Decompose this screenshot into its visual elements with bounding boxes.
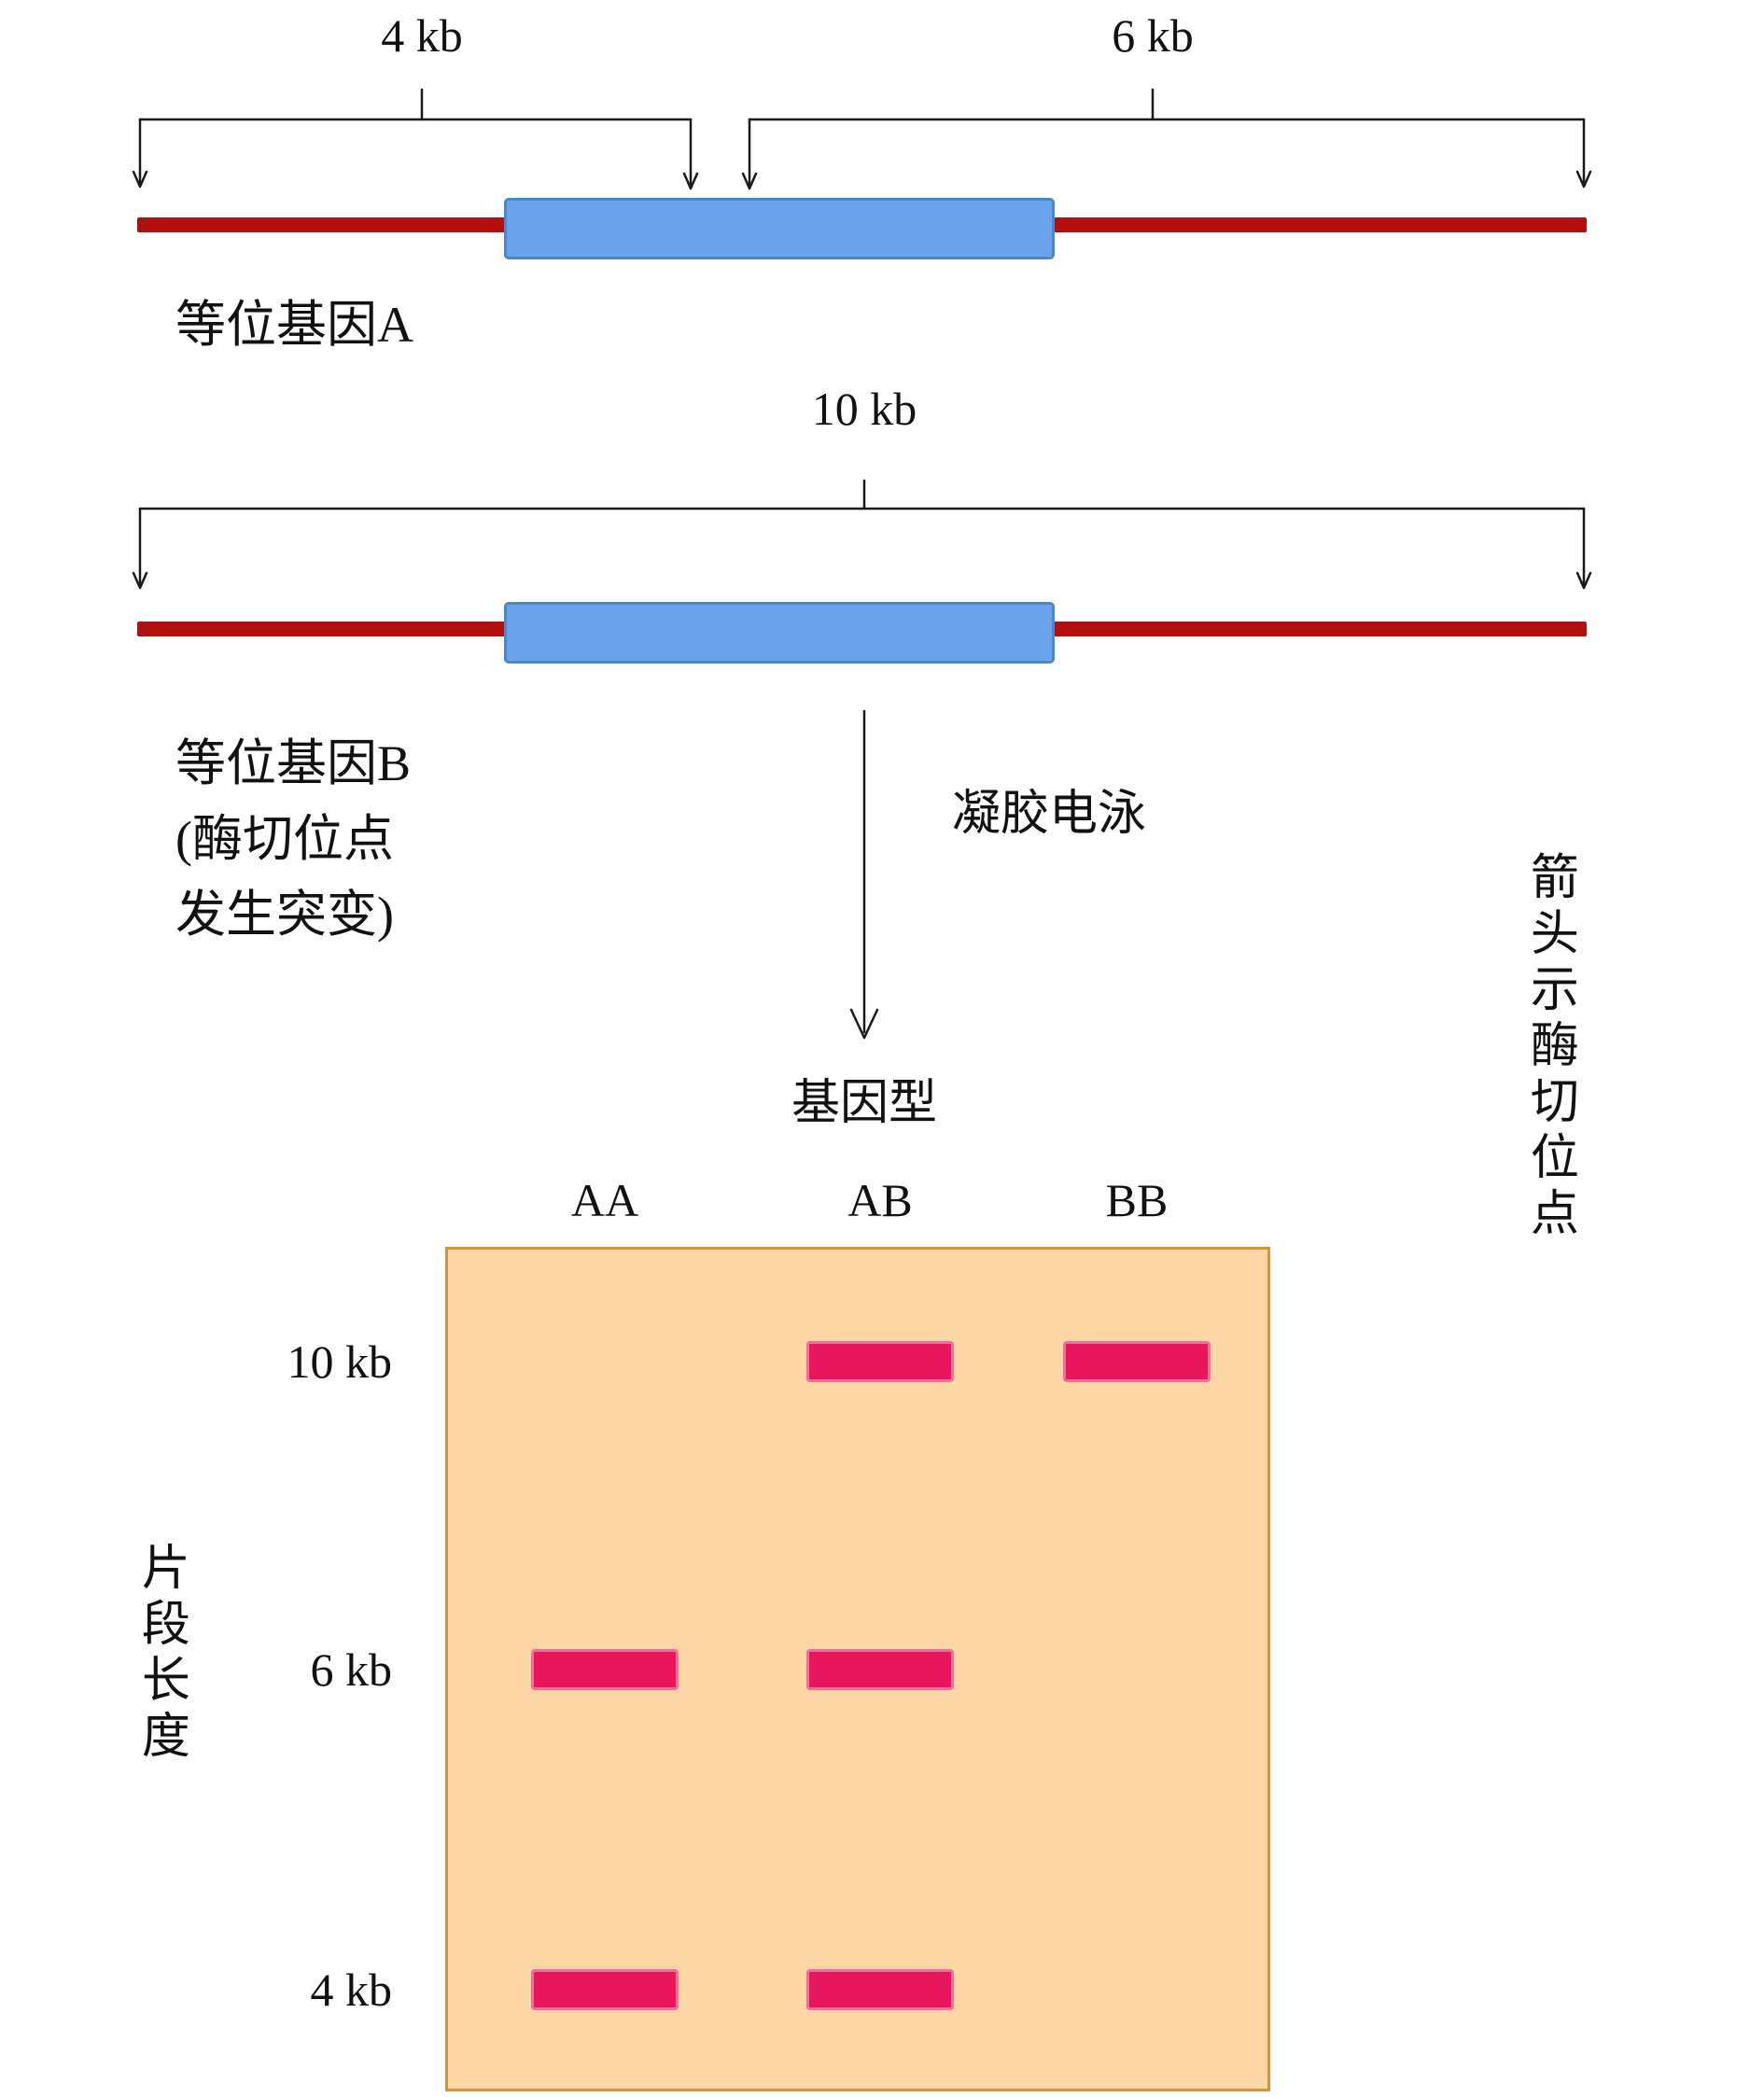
gel-electrophoresis-label: 凝胶电泳 xyxy=(952,788,1147,841)
gel-band-4kb-AB xyxy=(806,1969,954,2010)
lane-label-bb: BB xyxy=(1105,1174,1169,1226)
gel-band-10kb-AB xyxy=(806,1341,954,1382)
lane-label-aa: AA xyxy=(570,1174,639,1226)
row-label-4kb: 4 kb xyxy=(310,1964,393,2016)
lane-label-ab: AB xyxy=(847,1174,913,1226)
gel-band-6kb-AB xyxy=(806,1649,954,1690)
genotype-title: 基因型 xyxy=(791,1077,938,1130)
gel-band-4kb-AA xyxy=(531,1969,679,2010)
allele-a-label: 等位基因A xyxy=(175,297,413,353)
allele-b-gene-box xyxy=(504,602,1055,664)
gel-band-10kb-BB xyxy=(1063,1341,1211,1382)
row-label-6kb: 6 kb xyxy=(310,1643,393,1696)
fragment-size-4kb-label: 4 kb xyxy=(381,9,463,62)
cut-arrowhead xyxy=(132,571,148,590)
cut-arrowhead xyxy=(1575,170,1592,189)
fragment-size-10kb-label: 10 kb xyxy=(811,383,917,435)
cut-arrowhead xyxy=(741,172,758,190)
cut-arrowhead xyxy=(132,170,148,189)
side-note-enzyme-sites: 箭头示酶切位点 xyxy=(1522,851,1576,1243)
fragment-size-6kb-label: 6 kb xyxy=(1112,9,1194,62)
row-label-10kb: 10 kb xyxy=(287,1335,393,1388)
allele-b-label: 等位基因B (酶切位点 发生突变) xyxy=(175,735,412,943)
gel-band-6kb-AA xyxy=(531,1649,679,1690)
allele-a-gene-box xyxy=(504,198,1055,259)
cut-arrowhead xyxy=(1575,571,1592,590)
process-arrowhead xyxy=(849,1008,879,1040)
cut-arrowhead xyxy=(682,172,699,190)
fragment-length-axis-label: 片段长度 xyxy=(133,1542,188,1766)
